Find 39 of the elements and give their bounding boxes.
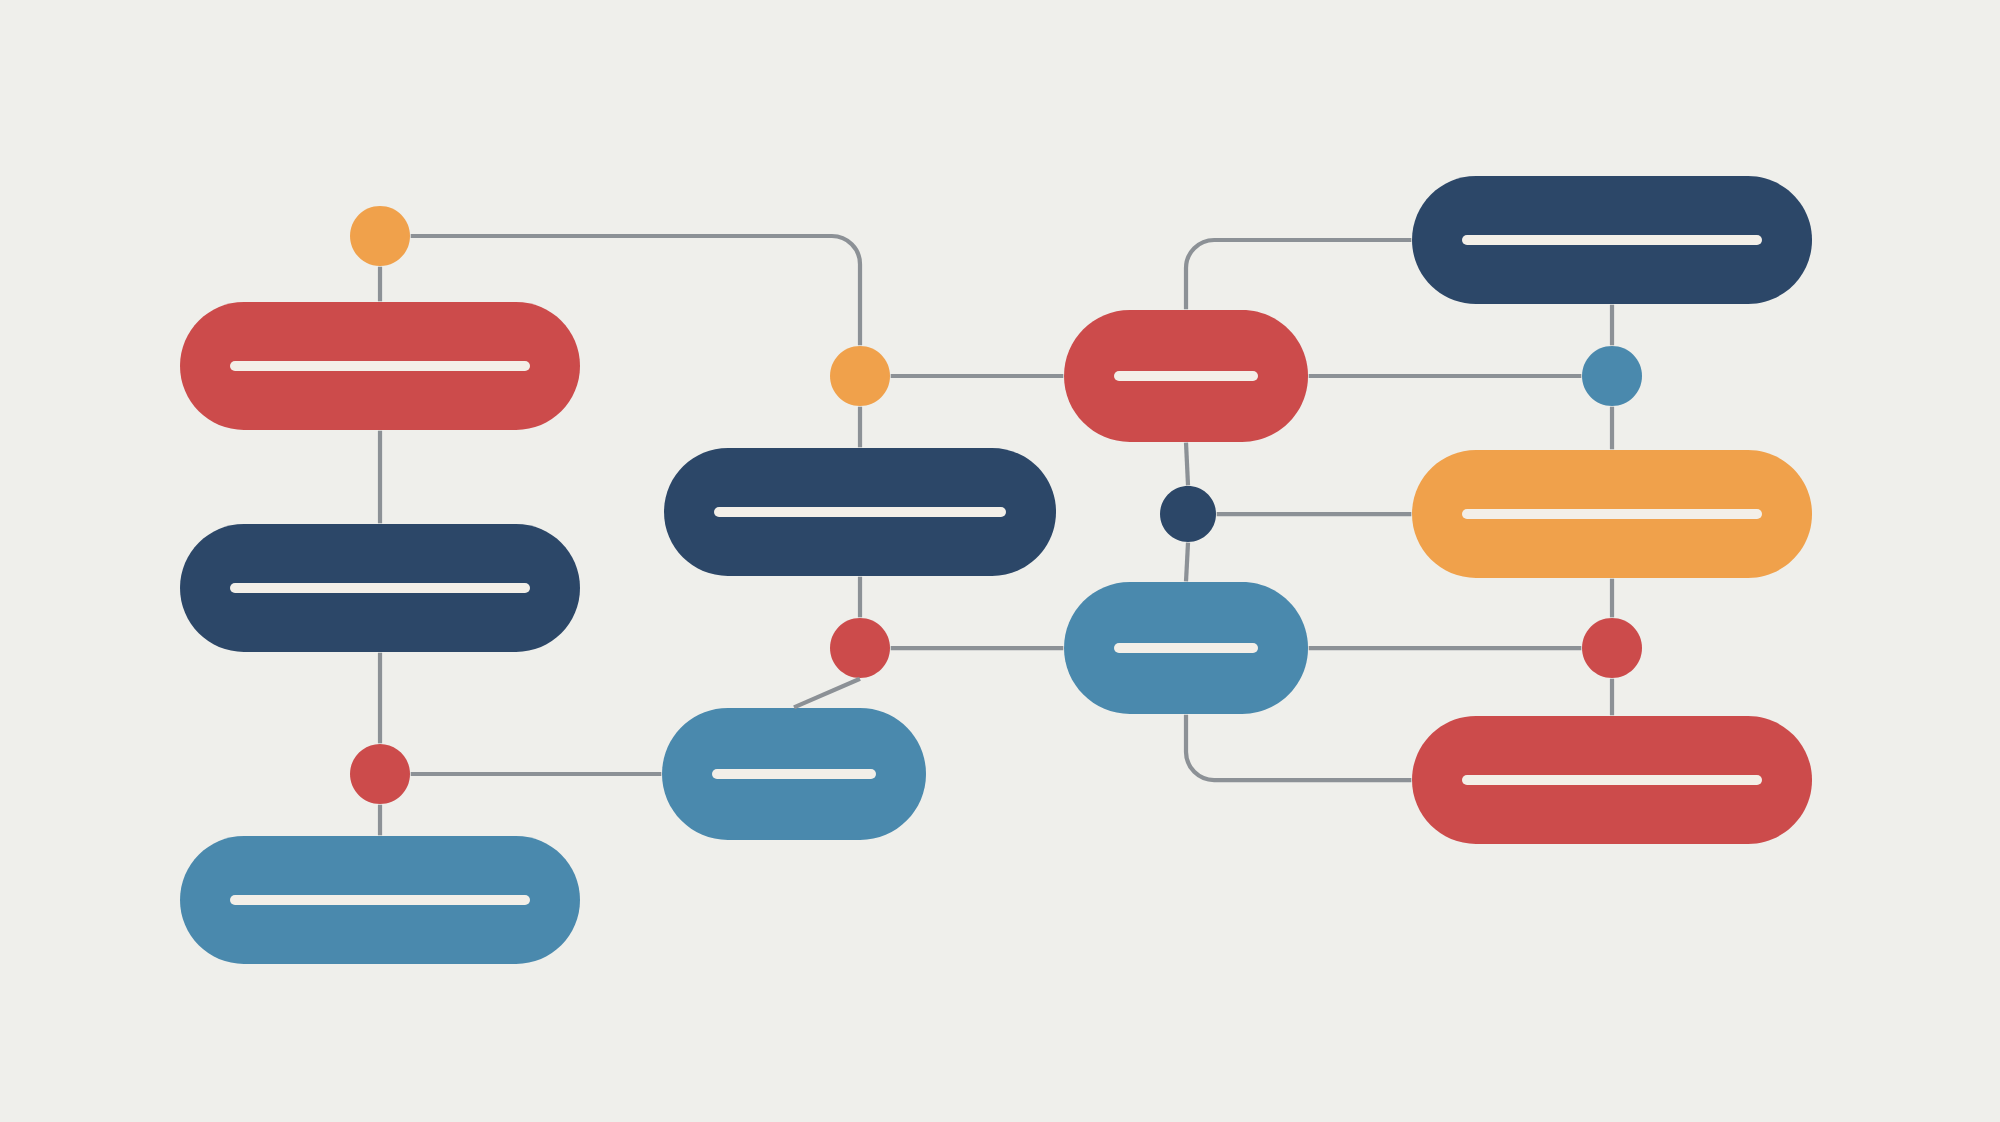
rounded-box [1064,582,1308,714]
connector-line [1609,406,1615,450]
junction-dot [830,618,890,678]
connector-line [1183,442,1191,486]
connector-line [1183,714,1412,783]
connector-line [377,804,383,836]
connector-line [1609,304,1615,346]
connector-line [890,373,1064,379]
connector-line [377,266,383,302]
connector-line [1609,678,1615,716]
connector-line [410,233,863,346]
rounded-box [1412,716,1812,844]
connector-line [890,645,1064,651]
junction-dot [1160,486,1216,542]
junction-dot [350,206,410,266]
rounded-box [662,708,926,840]
connector-line [1609,578,1615,618]
connector-line [793,676,861,710]
rounded-box [180,836,580,964]
rounded-box [180,302,580,430]
rounded-box [1064,310,1308,442]
connector-line [1308,373,1582,379]
rounded-box [1412,176,1812,304]
connector-line [857,576,863,618]
connector-line [410,771,662,777]
connector-line [857,406,863,448]
connector-line [377,652,383,744]
connector-line [1308,645,1582,651]
connector-line [1183,542,1191,582]
rounded-box [1412,450,1812,578]
connector-line [377,430,383,524]
junction-dot [350,744,410,804]
connector-line [1216,511,1412,517]
junction-dot [830,346,890,406]
junction-dot [1582,346,1642,406]
rounded-box [664,448,1056,576]
junction-dot [1582,618,1642,678]
rounded-box [180,524,580,652]
connector-line [1183,237,1412,310]
